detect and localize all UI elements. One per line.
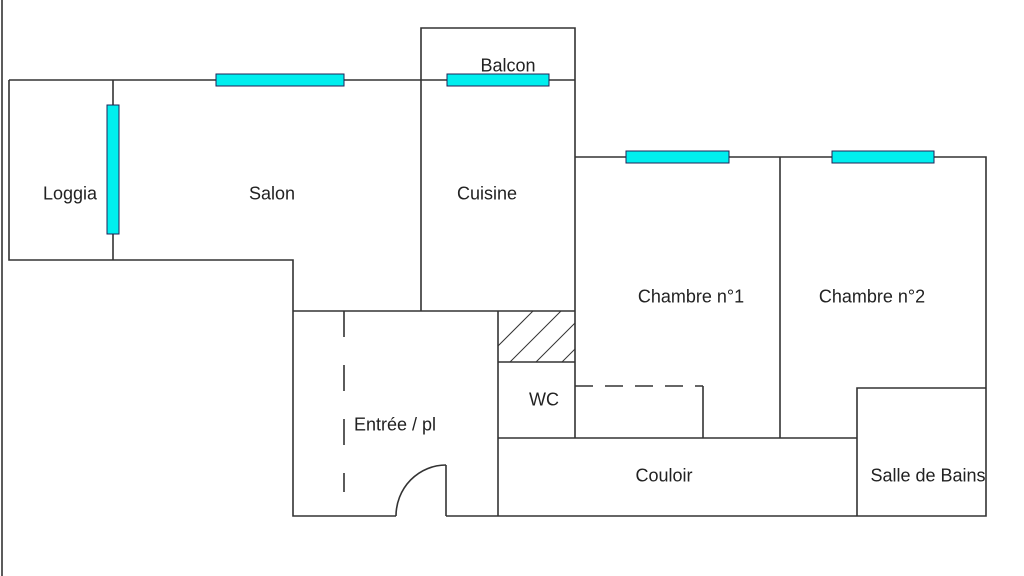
window-chambre2 xyxy=(831,150,935,164)
windows xyxy=(106,73,935,235)
room-label-loggia: Loggia xyxy=(42,183,98,204)
room-label-salon: Salon xyxy=(248,183,296,204)
room-label-balcon: Balcon xyxy=(480,55,536,76)
window-chambre1 xyxy=(625,150,730,164)
window-cuisine xyxy=(446,73,550,87)
room-label-chambre1: Chambre n°1 xyxy=(637,286,745,307)
entrance-door xyxy=(395,464,447,517)
hatched-duct xyxy=(497,310,576,363)
walls xyxy=(8,27,987,517)
room-label-cuisine: Cuisine xyxy=(456,183,518,204)
room-label-salle-de-bains: Salle de Bains xyxy=(870,465,986,486)
room-label-couloir: Couloir xyxy=(635,465,693,486)
room-label-chambre2: Chambre n°2 xyxy=(818,286,926,307)
room-label-entree: Entrée / pl xyxy=(353,414,437,435)
window-loggia xyxy=(106,104,120,235)
room-label-wc: WC xyxy=(529,389,559,410)
window-salon xyxy=(215,73,345,87)
